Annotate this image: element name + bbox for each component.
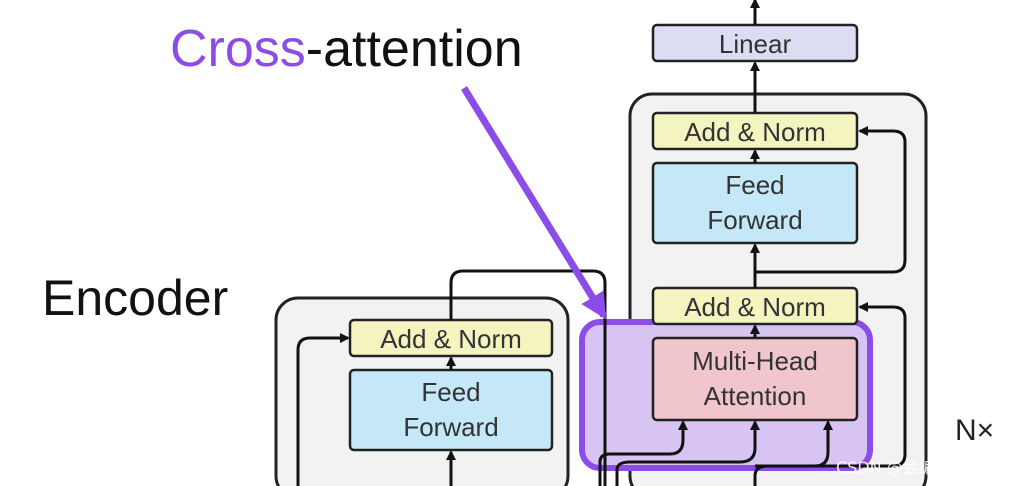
encoder-feed-forward-line2: Forward (403, 412, 498, 442)
decoder-residuals (755, 126, 907, 468)
encoder-feed-forward-line1: Feed (421, 377, 480, 407)
mha-input-arrows (598, 420, 833, 486)
title: Cross-attention (170, 20, 523, 78)
multi-head-attention-line2: Attention (704, 381, 807, 411)
encoder-output-route (449, 269, 607, 486)
decoder-feed-forward-line2: Forward (707, 205, 802, 235)
decoder-feed-forward-line1: Feed (725, 170, 784, 200)
residual-mid (755, 302, 907, 468)
repeat-label: N× (955, 414, 994, 447)
residual-top (755, 126, 907, 274)
input-arrow-1 (598, 420, 688, 486)
encoder-to-decoder (449, 269, 607, 486)
encoder-residual (296, 333, 350, 486)
decoder-add-norm-mid-label: Add & Norm (684, 292, 826, 322)
title-attention: -attention (306, 20, 523, 78)
title-cross: Cross (170, 20, 306, 78)
multi-head-attention-line1: Multi-Head (692, 346, 818, 376)
linear-label: Linear (719, 29, 792, 59)
input-arrow-3 (753, 420, 833, 486)
encoder-label: Encoder (42, 270, 228, 326)
decoder-add-norm-top-label: Add & Norm (684, 117, 826, 147)
input-arrow-2 (615, 420, 760, 486)
cross-attention-pointer (461, 86, 607, 320)
watermark: CSDN @会编程的加缪 (836, 458, 999, 477)
encoder-add-norm-label: Add & Norm (380, 324, 522, 354)
encoder-arrows (296, 333, 456, 486)
